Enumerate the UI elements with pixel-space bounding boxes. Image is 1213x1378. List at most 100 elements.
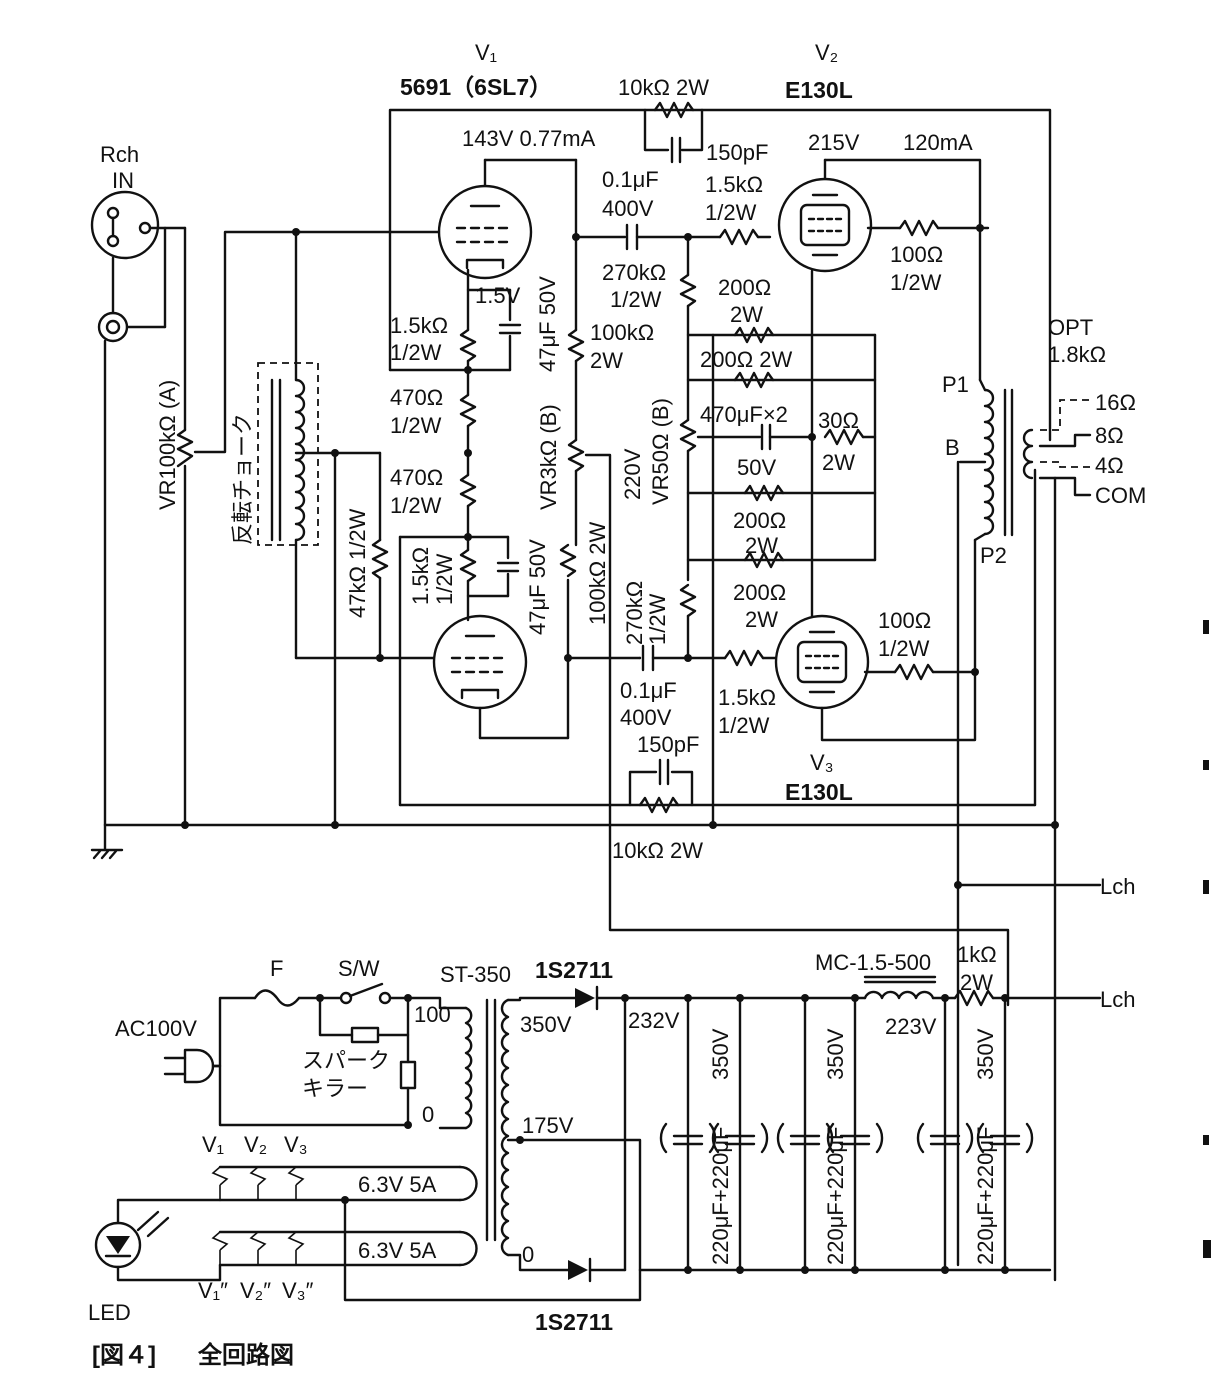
r200a-resistor bbox=[733, 326, 775, 344]
r200a-w-label: 2W bbox=[730, 302, 763, 327]
fb-top-r-label: 10kΩ 2W bbox=[618, 75, 709, 100]
r470a-label: 470Ω bbox=[390, 385, 443, 410]
r200d-label: 200Ω bbox=[733, 580, 786, 605]
spark-killer-r bbox=[350, 1026, 380, 1044]
opt-z-label: 1.8kΩ bbox=[1048, 342, 1106, 367]
fb-bot-c-label: 150pF bbox=[637, 732, 699, 757]
cap1-value: 220μF+220μF bbox=[708, 1127, 733, 1266]
v15-label: 1.5V bbox=[475, 283, 521, 308]
rs-bot-w-label: 1/2W bbox=[878, 636, 930, 661]
rg-top-label: 1.5kΩ bbox=[705, 172, 763, 197]
mains-transformer-primary bbox=[464, 1006, 473, 1130]
cap2-value: 220μF+220μF bbox=[823, 1127, 848, 1266]
v2-tube bbox=[777, 177, 873, 273]
vr50-pot bbox=[679, 418, 697, 453]
v1-tube-upper bbox=[437, 184, 533, 280]
ac-label: AC100V bbox=[115, 1016, 197, 1041]
mains-transformer-secondary bbox=[500, 998, 510, 1257]
rk2-w-label: 1/2W bbox=[432, 553, 457, 605]
diode-bottom-label: 1S2711 bbox=[535, 1309, 613, 1335]
rs-bot-resistor bbox=[893, 663, 935, 681]
ck1-label: 47μF 50V bbox=[535, 276, 560, 372]
r200d-resistor bbox=[743, 551, 785, 569]
r270-bot-w-label: 1/2W bbox=[645, 593, 670, 645]
v3-label: V₃ bbox=[810, 750, 834, 775]
choke-label: 反転チョーク bbox=[230, 413, 255, 545]
rk2-resistor bbox=[459, 548, 477, 583]
in-label: IN bbox=[112, 168, 134, 193]
v2-voltage: 215V bbox=[808, 130, 860, 155]
output-transformer bbox=[983, 388, 1034, 537]
fuse-label: F bbox=[270, 956, 283, 981]
rs-top-w-label: 1/2W bbox=[890, 270, 942, 295]
volume-pot bbox=[176, 428, 194, 468]
heater-1-label: 6.3V 5A bbox=[358, 1172, 437, 1197]
c-bot-v-label: 400V bbox=[620, 705, 672, 730]
v3-type: E130L bbox=[785, 779, 853, 805]
v1-label: V₁ bbox=[475, 40, 497, 65]
r470b-resistor bbox=[459, 473, 477, 508]
v220-label: 220V bbox=[620, 448, 645, 500]
tap-175-label: 175V bbox=[522, 1113, 574, 1138]
r1k-resistor bbox=[953, 989, 995, 1007]
b-label: B bbox=[945, 435, 960, 460]
tap-4-label: 4Ω bbox=[1095, 453, 1124, 478]
r47k-label: 47kΩ 1/2W bbox=[345, 508, 370, 618]
diode-top-label: 1S2711 bbox=[535, 957, 613, 983]
r200c-label: 200Ω bbox=[733, 508, 786, 533]
filter-cap-group-3 bbox=[916, 996, 1034, 1272]
rs-top-resistor bbox=[898, 219, 940, 237]
filter-choke-icon bbox=[863, 990, 935, 1000]
rg-bot-w-label: 1/2W bbox=[718, 713, 770, 738]
rg-bot-label: 1.5kΩ bbox=[718, 685, 776, 710]
r200c-resistor bbox=[743, 484, 785, 502]
rk1-resistor bbox=[459, 328, 477, 363]
v1-type: 5691（6SL7） bbox=[400, 74, 552, 100]
filter-choke-label: MC-1.5-500 bbox=[815, 950, 931, 975]
rca-input-jack bbox=[97, 311, 129, 343]
rg-top-w-label: 1/2W bbox=[705, 200, 757, 225]
ac-plug-icon bbox=[163, 1048, 215, 1084]
rg-top-resistor bbox=[718, 228, 760, 246]
heater-v3-label: V₃ bbox=[284, 1132, 308, 1157]
c470-v-label: 50V bbox=[737, 455, 776, 480]
b232-label: 232V bbox=[628, 1008, 680, 1033]
r30-resistor bbox=[823, 428, 865, 446]
rectifier-diode-top bbox=[575, 985, 599, 1011]
heater-v3b-label: V₃″ bbox=[282, 1278, 314, 1303]
r200b-label: 200Ω 2W bbox=[700, 347, 793, 372]
filter-cap-group-1 bbox=[659, 996, 769, 1272]
r470a-resistor bbox=[459, 393, 477, 428]
ck2-label: 47μF 50V bbox=[525, 539, 550, 635]
fb-bot-r-label: 10kΩ 2W bbox=[612, 838, 703, 863]
page-edge-bleed bbox=[1203, 620, 1211, 1258]
p1-label: P1 bbox=[942, 372, 969, 397]
r30-label: 30Ω bbox=[818, 408, 859, 433]
c-top-v-label: 400V bbox=[602, 196, 654, 221]
r100k-top-label: 100kΩ bbox=[590, 320, 654, 345]
heater-winding-2 bbox=[211, 1230, 478, 1267]
opt-label: OPT bbox=[1048, 315, 1093, 340]
rectifier-diode-bottom bbox=[568, 1257, 592, 1283]
cap1-voltage: 350V bbox=[708, 1028, 733, 1080]
r270-top-label: 270kΩ bbox=[602, 260, 666, 285]
r100k-lower-resistor bbox=[559, 543, 577, 578]
r200c-w-label: 2W bbox=[745, 533, 778, 558]
c470-label: 470μF×2 bbox=[700, 402, 788, 427]
spark-killer-c bbox=[399, 1060, 417, 1090]
r200b-resistor bbox=[733, 371, 775, 389]
heater-2-label: 6.3V 5A bbox=[358, 1238, 437, 1263]
heater-winding-1 bbox=[211, 1165, 478, 1202]
r100k-upper-resistor bbox=[567, 328, 585, 363]
transformer-label: ST-350 bbox=[440, 962, 511, 987]
fb-bot-resistor bbox=[638, 796, 680, 814]
volume-label: VR100kΩ (A) bbox=[155, 380, 180, 510]
xlr-input-jack bbox=[90, 190, 160, 260]
spark-killer-label-2: キラー bbox=[302, 1076, 368, 1101]
lch-label-2: Lch bbox=[1100, 987, 1135, 1012]
tap-0-primary-label: 0 bbox=[422, 1102, 434, 1127]
fb-top-resistor bbox=[653, 101, 695, 119]
heater-v2-label: V₂ bbox=[244, 1132, 267, 1157]
c-top-label: 0.1μF bbox=[602, 167, 659, 192]
